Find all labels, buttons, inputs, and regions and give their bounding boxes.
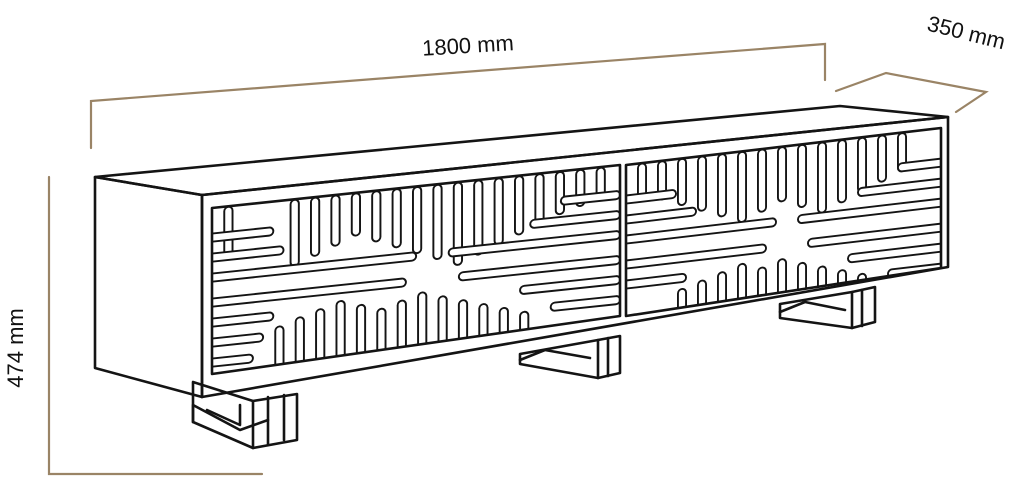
dimension-lines <box>47 42 989 476</box>
depth-label: 350 mm <box>925 11 1008 54</box>
height-label: 474 mm <box>3 308 28 387</box>
right-leg <box>778 285 877 330</box>
door-left <box>210 163 622 376</box>
cabinet-side <box>93 175 204 399</box>
center-leg <box>518 334 622 380</box>
depth-dimension-line <box>834 71 989 114</box>
width-dimension-line <box>89 42 827 150</box>
cabinet-front <box>200 115 950 399</box>
left-leg <box>191 380 299 450</box>
width-label: 1800 mm <box>421 30 514 61</box>
cabinet-body <box>93 104 950 399</box>
legs <box>191 285 877 450</box>
height-dimension-line <box>47 175 264 476</box>
door-right <box>624 126 943 318</box>
